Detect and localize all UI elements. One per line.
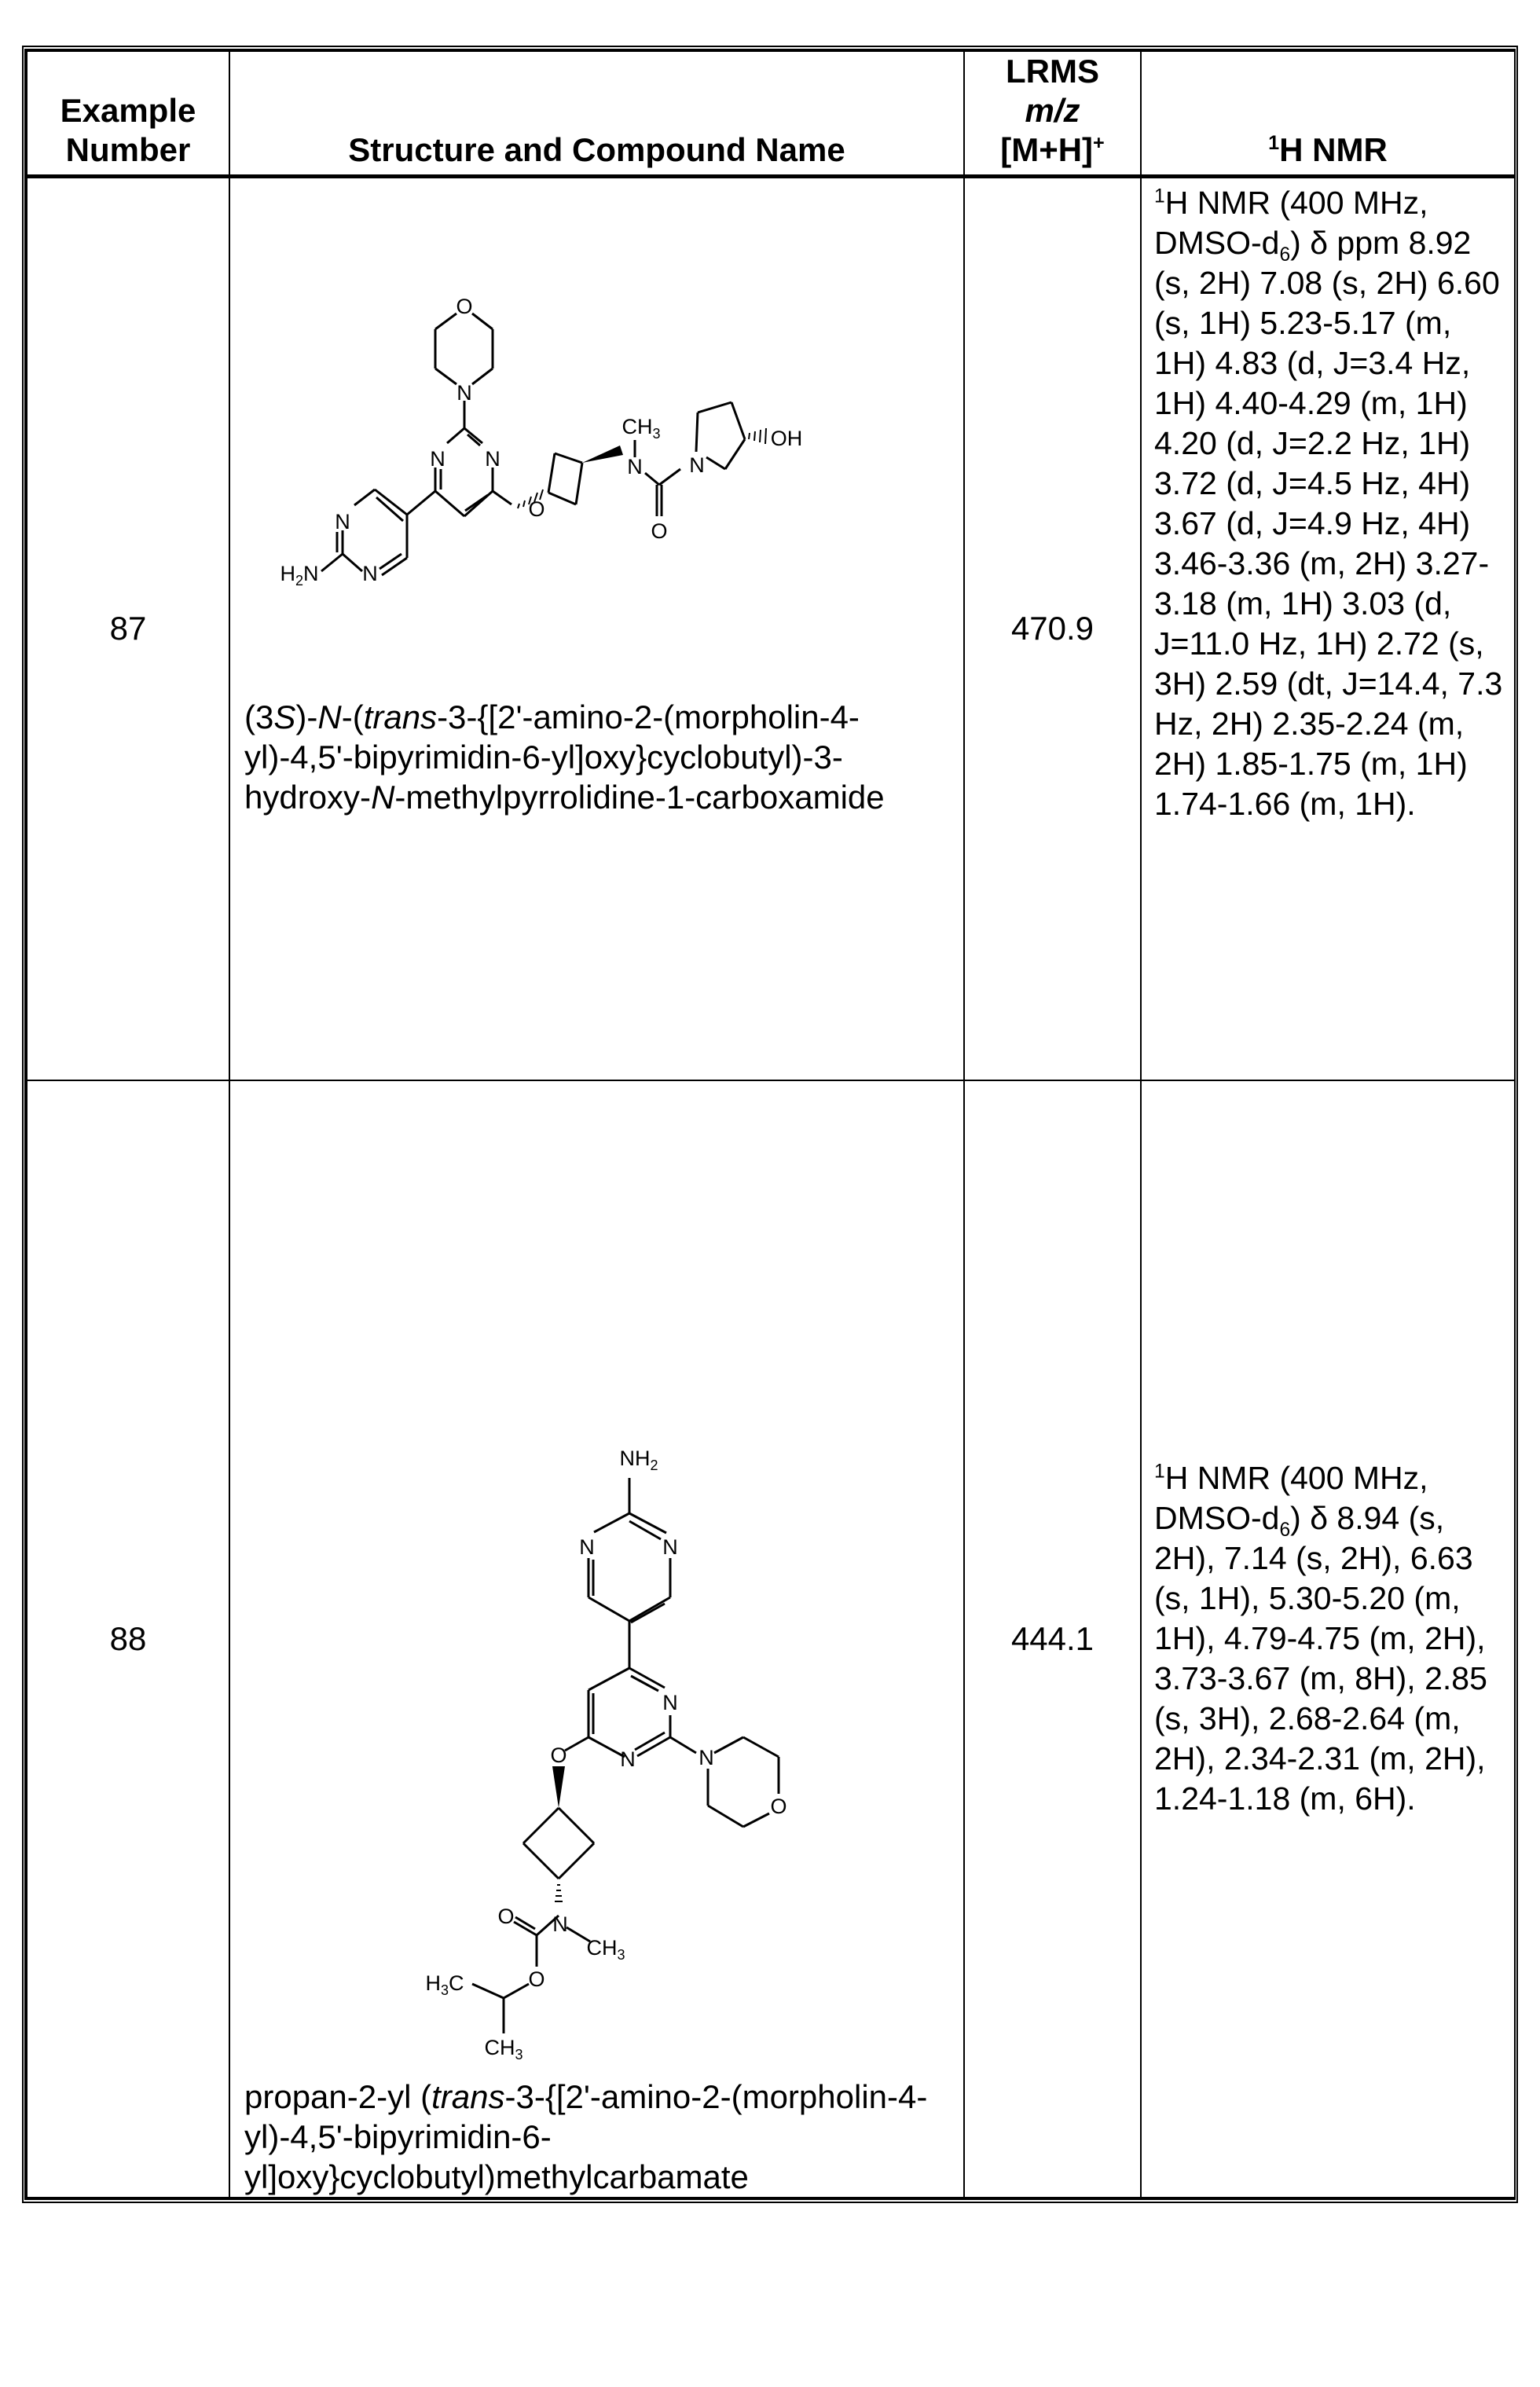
nmr-data: 1H NMR (400 MHz, DMSO-d6) δ ppm 8.92 (s,… (1140, 175, 1516, 1081)
atom-label-nh2: H2N (280, 562, 318, 588)
atom-label-h3c: H3C (425, 1971, 464, 1998)
lrms-value: 470.9 (963, 175, 1142, 1081)
atom-label: N (335, 510, 350, 534)
atom-label: N (620, 1747, 636, 1771)
atom-label-nh2: NH2 (619, 1446, 658, 1473)
example-number: 88 (26, 1079, 230, 2198)
atom-label: N (627, 455, 643, 478)
chemical-structure-88: NH2 N N N N O N O O N CH3 H3C O CH3 (425, 1446, 786, 2062)
atom-label: O (528, 497, 544, 521)
atom-label: N (689, 453, 705, 477)
example-number: 87 (26, 175, 230, 1081)
atom-label: O (528, 1967, 544, 1991)
atom-label-ch3: CH3 (622, 415, 660, 442)
compound-data-table: Example Number Structure and Compound Na… (22, 46, 1518, 2203)
atom-label: O (456, 295, 472, 318)
atom-label: N (662, 1691, 678, 1714)
header-lrms: LRMS m/z [M+H]+ (963, 50, 1142, 178)
structure-and-name-cell: NH2 N N N N O N O O N CH3 H3C O CH3 (229, 1079, 965, 2198)
atom-label: N (552, 1912, 568, 1936)
compound-name: propan-2-yl (trans-3-{[2'-amino-2-(morph… (244, 2077, 928, 2195)
lrms-value: 444.1 (963, 1079, 1142, 2198)
header-nmr: 1H NMR (1140, 50, 1516, 178)
table-row: 87 (26, 175, 1516, 1081)
header-structure-name: Structure and Compound Name (229, 50, 965, 178)
atom-label: OH (771, 427, 803, 450)
nmr-data: 1H NMR (400 MHz, DMSO-d6) δ 8.94 (s, 2H)… (1140, 1079, 1516, 2198)
atom-label: N (579, 1535, 595, 1559)
atom-label: O (651, 519, 667, 543)
atom-label: N (430, 447, 446, 471)
atom-label-ch3: CH3 (586, 1936, 625, 1963)
header-example-number: Example Number (26, 50, 230, 178)
atom-label: N (698, 1746, 714, 1769)
table-header-row: Example Number Structure and Compound Na… (26, 50, 1516, 178)
table-row: 88 (26, 1079, 1516, 2198)
chemical-structure-87: O N N N N N H2N O N CH3 O N OH (280, 295, 803, 588)
atom-label: N (456, 381, 472, 405)
compound-name: (3S)-N-(trans-3-{[2'-amino-2-(morpholin-… (244, 698, 885, 816)
atom-label-ch3b: CH3 (484, 2036, 522, 2062)
atom-label: O (770, 1795, 786, 1818)
atom-label: N (485, 447, 500, 471)
atom-label: O (497, 1905, 514, 1928)
atom-label: N (662, 1535, 678, 1559)
atom-label: O (550, 1744, 566, 1767)
atom-label: N (362, 562, 378, 585)
structure-and-name-cell: O N N N N N H2N O N CH3 O N OH (229, 175, 965, 1081)
